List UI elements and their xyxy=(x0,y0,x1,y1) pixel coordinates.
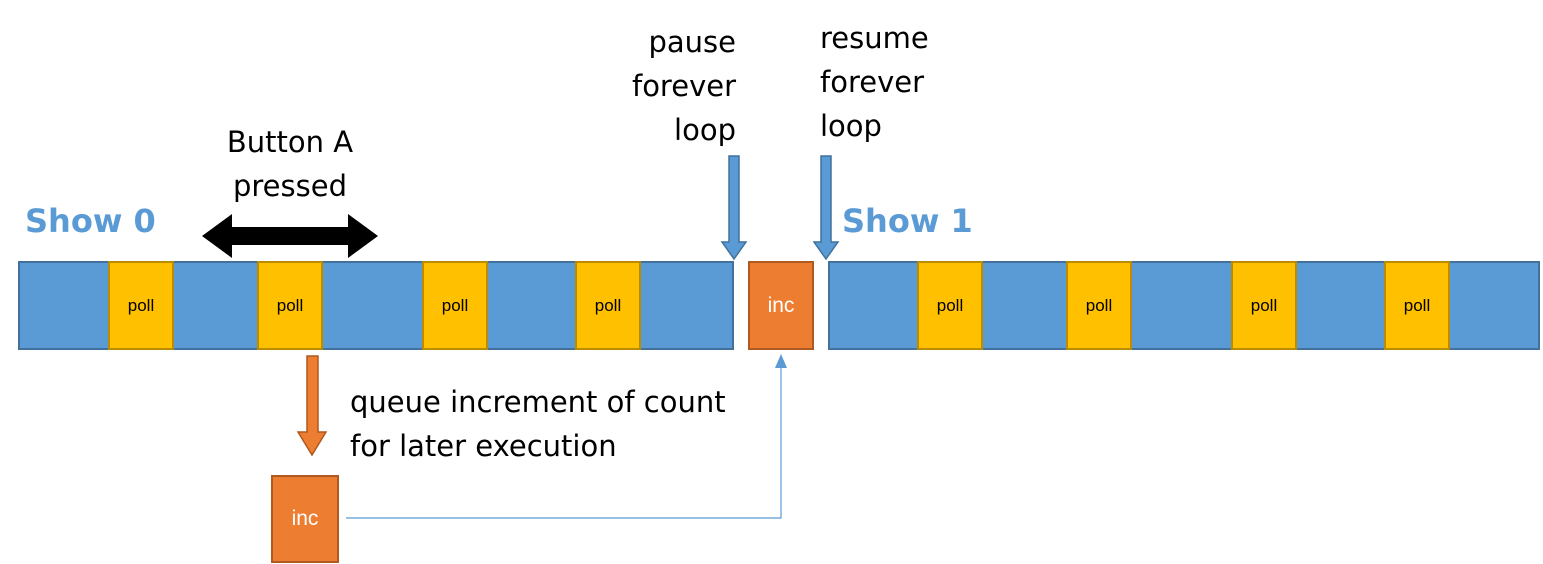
resume-label-line2: forever xyxy=(820,65,925,99)
queue-label: queue increment of count for later execu… xyxy=(350,380,770,468)
pause-label: pause forever loop xyxy=(590,20,736,152)
connector-arrowhead-icon xyxy=(775,354,787,368)
show1-label: Show 1 xyxy=(842,202,973,240)
resume-label-line3: loop xyxy=(820,109,882,143)
poll-block: poll xyxy=(1066,261,1132,350)
inc-block-executed: inc xyxy=(748,261,814,350)
resume-label-line1: resume xyxy=(820,21,929,55)
poll-block: poll xyxy=(917,261,983,350)
poll-block: poll xyxy=(108,261,174,350)
inc-block-queued: inc xyxy=(271,475,339,563)
queue-label-line2: for later execution xyxy=(350,429,617,463)
button-a-label-line2: pressed xyxy=(232,169,347,203)
button-a-label: Button A pressed xyxy=(190,120,390,208)
poll-block: poll xyxy=(1231,261,1297,350)
pause-down-arrow-icon xyxy=(720,155,748,261)
resume-label: resume forever loop xyxy=(820,16,1000,148)
poll-block: poll xyxy=(575,261,641,350)
queue-down-arrow-icon xyxy=(296,355,328,457)
pause-label-line1: pause xyxy=(648,25,736,59)
poll-block: poll xyxy=(1384,261,1450,350)
poll-block: poll xyxy=(257,261,323,350)
connector-line xyxy=(346,366,782,519)
pause-label-line2: forever xyxy=(631,69,736,103)
button-a-label-line1: Button A xyxy=(226,125,354,159)
queue-label-line1: queue increment of count xyxy=(350,385,726,419)
poll-block: poll xyxy=(422,261,488,350)
double-headed-arrow-icon xyxy=(202,214,378,258)
show0-label: Show 0 xyxy=(25,202,156,240)
pause-label-line3: loop xyxy=(674,113,736,147)
resume-down-arrow-icon xyxy=(812,155,840,261)
